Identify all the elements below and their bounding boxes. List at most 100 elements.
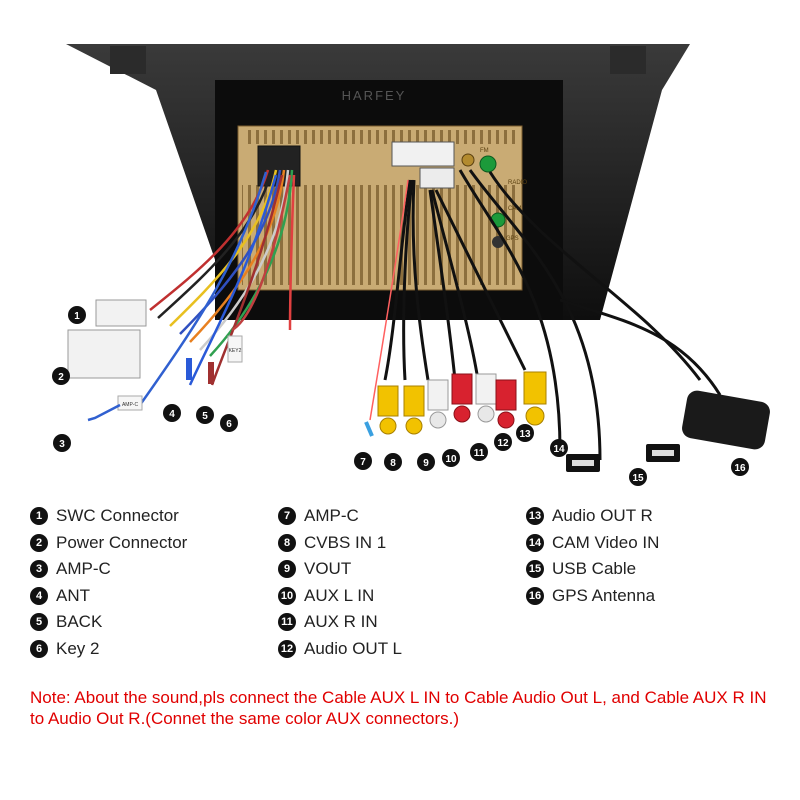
svg-text:16: 16 bbox=[734, 463, 746, 474]
callout-2: 2 bbox=[52, 367, 70, 385]
cam-port-label: CAM bbox=[508, 206, 521, 212]
svg-text:11: 11 bbox=[474, 448, 485, 459]
callout-5: 5 bbox=[196, 406, 214, 424]
legend-item: 7 AMP-C bbox=[278, 503, 402, 530]
svg-text:12: 12 bbox=[497, 438, 509, 449]
sound-connection-note: Note: About the sound,pls connect the Ca… bbox=[30, 688, 767, 728]
legend-number: 16 bbox=[526, 586, 544, 605]
legend-number: 10 bbox=[278, 586, 296, 605]
legend-number: 1 bbox=[30, 507, 48, 526]
legend-number: 13 bbox=[526, 507, 544, 526]
callout-4: 4 bbox=[163, 404, 181, 422]
callout-9: 9 bbox=[417, 453, 435, 471]
svg-text:2: 2 bbox=[58, 372, 64, 383]
callout-16: 16 bbox=[731, 458, 749, 476]
legend-item: 12 Audio OUT L bbox=[278, 636, 402, 663]
svg-text:8: 8 bbox=[390, 458, 396, 469]
legend-number: 6 bbox=[30, 639, 48, 658]
legend-item: 5 BACK bbox=[30, 609, 187, 636]
legend-label: Audio OUT R bbox=[552, 506, 653, 526]
power-connector bbox=[67, 329, 141, 379]
legend-number: 15 bbox=[526, 560, 544, 579]
legend-label: SWC Connector bbox=[56, 506, 179, 526]
svg-text:1: 1 bbox=[74, 311, 80, 322]
legend-item: 15 USB Cable bbox=[526, 556, 659, 583]
callout-15: 15 bbox=[629, 468, 647, 486]
legend-label: AMP-C bbox=[304, 506, 359, 526]
legend-label: AMP-C bbox=[56, 559, 111, 579]
legend-item: 9 VOUT bbox=[278, 556, 402, 583]
svg-text:15: 15 bbox=[632, 473, 644, 484]
radio-port-label: RADIO bbox=[508, 180, 527, 186]
legend-label: GPS Antenna bbox=[552, 585, 656, 605]
callout-12: 12 bbox=[494, 433, 512, 451]
callout-3: 3 bbox=[53, 434, 71, 452]
callout-7: 7 bbox=[354, 452, 372, 470]
legend-item: 1 SWC Connector bbox=[30, 503, 187, 530]
legend-item: 8 CVBS IN 1 bbox=[278, 530, 402, 557]
ant-wire-end bbox=[186, 358, 192, 380]
legend-item: 11 AUX R IN bbox=[278, 609, 402, 636]
legend-label: CVBS IN 1 bbox=[304, 532, 387, 552]
legend-number: 3 bbox=[30, 560, 48, 579]
brand-logo: HARFEY bbox=[342, 88, 407, 103]
legend-number: 12 bbox=[278, 639, 296, 658]
legend-item: 4 ANT bbox=[30, 583, 187, 610]
svg-text:4: 4 bbox=[169, 409, 175, 420]
legend-item: 16 GPS Antenna bbox=[526, 583, 659, 610]
legend-number: 5 bbox=[30, 613, 48, 632]
legend-number: 4 bbox=[30, 586, 48, 605]
callout-6: 6 bbox=[220, 414, 238, 432]
callout-14: 14 bbox=[550, 439, 568, 457]
legend-label: ANT bbox=[56, 585, 90, 605]
svg-text:5: 5 bbox=[202, 411, 208, 422]
gps-antenna bbox=[559, 298, 770, 450]
svg-text:3: 3 bbox=[59, 439, 65, 450]
callout-10: 10 bbox=[442, 449, 460, 467]
legend-label: VOUT bbox=[304, 559, 352, 579]
back-wire-end bbox=[208, 362, 214, 384]
legend-item: 6 Key 2 bbox=[30, 636, 187, 663]
legend-label: USB Cable bbox=[552, 559, 637, 579]
callout-8: 8 bbox=[384, 453, 402, 471]
legend-number: 11 bbox=[278, 613, 296, 632]
legend-number: 14 bbox=[526, 533, 544, 552]
unit-chassis: RADIO CAM GPS FM bbox=[237, 125, 527, 291]
legend-item: 3 AMP-C bbox=[30, 556, 187, 583]
gps-port-label: GPS bbox=[506, 236, 519, 242]
fm-port-label: FM bbox=[480, 148, 489, 154]
legend-item: 13 Audio OUT R bbox=[526, 503, 659, 530]
callout-13: 13 bbox=[516, 424, 534, 442]
callout-11: 11 bbox=[470, 443, 488, 461]
legend-column-3: 13 Audio OUT R 14 CAM Video IN 15 USB Cable… bbox=[526, 503, 659, 609]
svg-text:7: 7 bbox=[360, 457, 366, 468]
rca-bundle bbox=[369, 169, 702, 461]
svg-text:AMP-C: AMP-C bbox=[122, 402, 139, 408]
amp-c-tag-left bbox=[117, 395, 143, 411]
svg-text:6: 6 bbox=[226, 419, 232, 430]
legend-label: CAM Video IN bbox=[552, 532, 660, 552]
legend-number: 2 bbox=[30, 533, 48, 552]
power-harness bbox=[138, 169, 296, 406]
rca-plugs bbox=[364, 371, 547, 437]
legend-number: 9 bbox=[278, 560, 296, 579]
svg-text:9: 9 bbox=[423, 458, 429, 469]
callout-1: 1 bbox=[68, 306, 86, 324]
legend-number: 8 bbox=[278, 533, 296, 552]
usb-cables bbox=[566, 444, 680, 472]
legend-label: Audio OUT L bbox=[304, 638, 402, 658]
legend-label: Key 2 bbox=[56, 638, 100, 658]
svg-text:KEY2: KEY2 bbox=[229, 348, 242, 354]
wiring-diagram: HARFEY RADIO CAM GPS FM bbox=[52, 44, 770, 486]
legend-label: BACK bbox=[56, 612, 103, 632]
legend-label: AUX R IN bbox=[304, 612, 378, 632]
svg-text:14: 14 bbox=[553, 444, 565, 455]
svg-text:10: 10 bbox=[445, 454, 457, 465]
key2-tag bbox=[227, 335, 243, 363]
legend-number: 7 bbox=[278, 507, 296, 526]
swc-connector bbox=[95, 299, 147, 327]
